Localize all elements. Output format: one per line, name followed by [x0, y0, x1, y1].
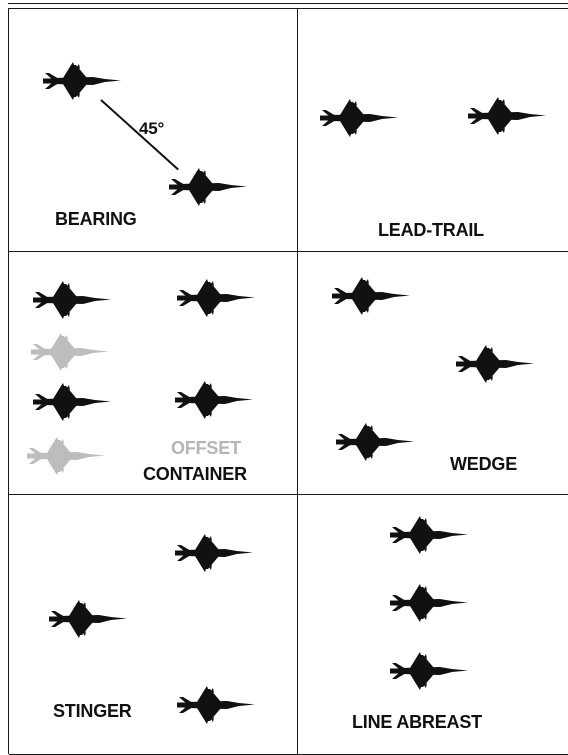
cell-wedge: WEDGE — [298, 252, 568, 495]
cell-offset-container: OFFSET CONTAINER — [9, 252, 298, 495]
aircraft-icon — [33, 280, 113, 320]
bearing-angle-label: 45° — [139, 119, 164, 139]
offset-label: OFFSET — [171, 438, 241, 459]
offset-aircraft-icon — [31, 332, 111, 372]
aircraft-icon — [332, 276, 412, 316]
cell-lead-trail: LEAD-TRAIL — [298, 9, 568, 252]
aircraft-icon — [456, 344, 536, 384]
aircraft-icon — [336, 422, 416, 462]
stinger-label: STINGER — [53, 701, 132, 722]
aircraft-icon — [177, 278, 257, 318]
top-border-line — [8, 3, 568, 4]
formation-grid: 45° BEARING LEAD-TRAIL OFFSET CONTAINER … — [8, 8, 568, 754]
aircraft-icon — [320, 98, 400, 138]
offset-aircraft-icon — [27, 436, 107, 476]
container-label: CONTAINER — [143, 464, 247, 485]
cell-bearing: 45° BEARING — [9, 9, 298, 252]
aircraft-icon — [49, 599, 129, 639]
cell-stinger: STINGER — [9, 495, 298, 755]
wedge-label: WEDGE — [450, 454, 517, 475]
aircraft-icon — [175, 380, 255, 420]
lead-trail-label: LEAD-TRAIL — [378, 220, 484, 241]
aircraft-icon — [169, 167, 249, 207]
aircraft-icon — [390, 583, 470, 623]
aircraft-icon — [390, 651, 470, 691]
aircraft-icon — [468, 96, 548, 136]
cell-line-abreast: LINE ABREAST — [298, 495, 568, 755]
aircraft-icon — [43, 61, 123, 101]
bearing-label: BEARING — [55, 209, 137, 230]
aircraft-icon — [175, 533, 255, 573]
line-abreast-label: LINE ABREAST — [352, 712, 482, 733]
aircraft-icon — [177, 685, 257, 725]
aircraft-icon — [390, 515, 470, 555]
aircraft-icon — [33, 382, 113, 422]
